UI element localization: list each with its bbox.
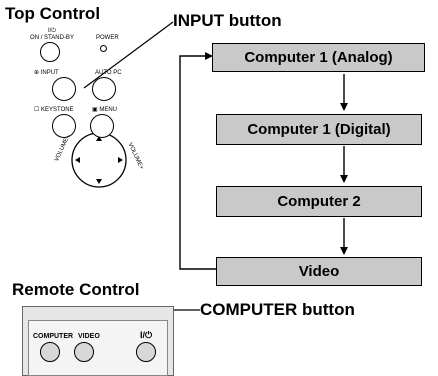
auto-pc-label: AUTO PC <box>95 70 122 76</box>
left-arrow-icon <box>75 157 80 163</box>
flow-step-computer2: Computer 2 <box>216 186 422 217</box>
on-standby-button[interactable] <box>40 42 60 62</box>
remote-computer-label: COMPUTER <box>33 333 74 340</box>
keystone-label: ☐ KEYSTONE <box>34 107 74 113</box>
power-label: POWER <box>96 35 119 41</box>
remote-video-label: VIDEO <box>78 333 100 340</box>
top-control-heading: Top Control <box>5 4 101 23</box>
flow-step-computer1-digital: Computer 1 (Digital) <box>216 114 422 145</box>
down-arrow-icon <box>96 179 102 184</box>
remote-control-heading: Remote Control <box>12 280 140 299</box>
volume-ring <box>71 132 127 188</box>
remote-power-button[interactable] <box>136 342 156 362</box>
remote-video-button[interactable] <box>74 342 94 362</box>
remote-power-label: I/⏻ <box>140 330 153 340</box>
computer-button-callout: COMPUTER button <box>200 300 355 319</box>
menu-button[interactable] <box>90 114 114 138</box>
menu-label: ▣ MENU <box>92 107 118 113</box>
up-arrow-icon <box>96 136 102 141</box>
flow-step-video: Video <box>216 257 422 286</box>
remote-computer-button[interactable] <box>40 342 60 362</box>
keystone-button[interactable] <box>52 114 76 138</box>
auto-pc-button[interactable] <box>92 77 116 101</box>
input-button[interactable] <box>52 77 76 101</box>
power-indicator-icon <box>100 45 107 52</box>
input-label: ⊕ INPUT <box>34 70 59 76</box>
flow-loop-back <box>179 52 216 270</box>
flow-step-computer1-analog: Computer 1 (Analog) <box>212 43 425 72</box>
on-standby-label: I/⏻ ON / STAND-BY <box>30 28 74 41</box>
input-button-callout: INPUT button <box>173 11 282 30</box>
right-arrow-icon <box>118 157 123 163</box>
